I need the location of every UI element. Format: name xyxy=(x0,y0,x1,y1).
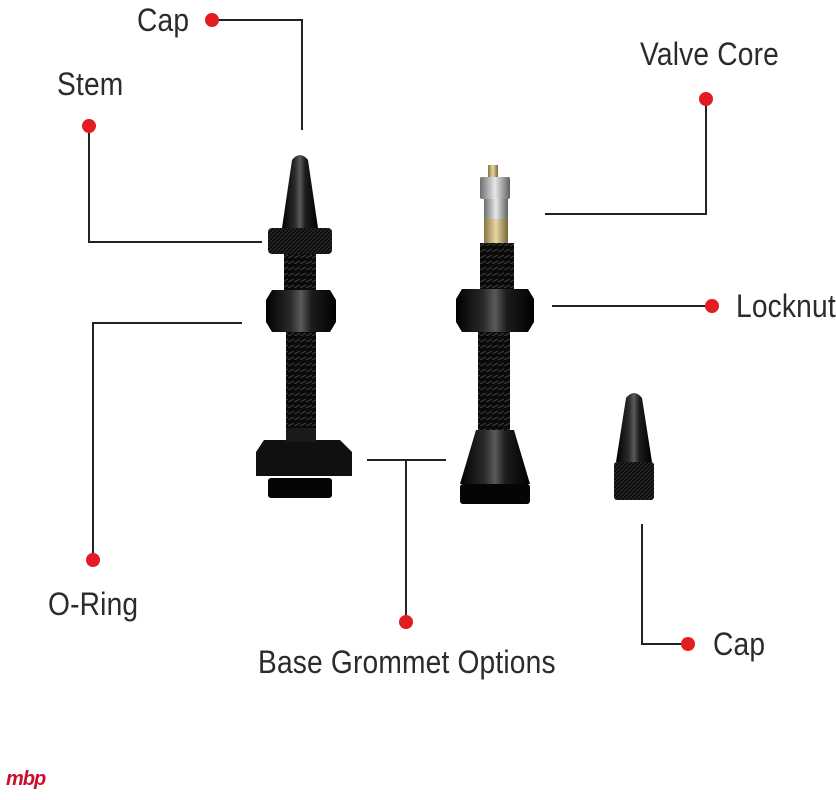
callout-line-stem xyxy=(88,126,262,243)
valve-core-seat xyxy=(484,219,508,243)
middle-valve-stem-lower xyxy=(478,332,510,432)
left-valve xyxy=(256,155,352,498)
loose-cap-knurl xyxy=(614,462,654,500)
valve-core-knurl xyxy=(480,177,510,199)
callout-lines xyxy=(88,19,712,645)
left-valve-cap xyxy=(282,155,318,228)
middle-valve-stem-upper xyxy=(480,243,514,289)
left-valve-cap-knurl xyxy=(268,228,332,254)
label-base-grommet: Base Grommet Options xyxy=(258,644,556,680)
loose-cap-top xyxy=(616,393,652,462)
callout-dot-stem xyxy=(82,119,96,133)
middle-valve-o-ring xyxy=(460,484,530,504)
mbp-logo: mbp xyxy=(6,768,46,790)
callout-dot-base-grommet xyxy=(399,615,413,629)
left-valve-grommet xyxy=(256,440,352,476)
left-valve-o-ring xyxy=(268,478,332,498)
middle-valve xyxy=(456,165,534,504)
callout-line-valve-core xyxy=(545,99,707,215)
callout-dots xyxy=(82,13,719,651)
loose-cap xyxy=(614,393,654,500)
valve-core-tip xyxy=(488,165,498,177)
left-valve-grommet-neck xyxy=(286,428,316,442)
middle-valve-grommet xyxy=(460,430,530,484)
valve-core-body xyxy=(484,199,508,219)
callout-line-cap-bottom xyxy=(641,524,688,645)
callout-line-cap-top xyxy=(212,19,303,130)
left-valve-locknut xyxy=(266,290,336,332)
label-stem: Stem xyxy=(57,66,124,102)
callout-dot-o-ring xyxy=(86,553,100,567)
callout-dot-cap-bottom xyxy=(681,637,695,651)
label-o-ring: O-Ring xyxy=(48,586,139,622)
callout-dot-valve-core xyxy=(699,92,713,106)
label-valve-core: Valve Core xyxy=(640,36,779,72)
label-cap-top: Cap xyxy=(137,2,190,38)
middle-valve-locknut xyxy=(456,289,534,332)
label-cap-bottom: Cap xyxy=(713,626,766,662)
label-locknut: Locknut xyxy=(736,288,836,324)
callout-dot-cap-top xyxy=(205,13,219,27)
callout-line-o-ring xyxy=(92,322,242,560)
callout-dot-locknut xyxy=(705,299,719,313)
left-valve-stem-upper xyxy=(284,254,316,290)
left-valve-stem-lower xyxy=(286,332,316,430)
